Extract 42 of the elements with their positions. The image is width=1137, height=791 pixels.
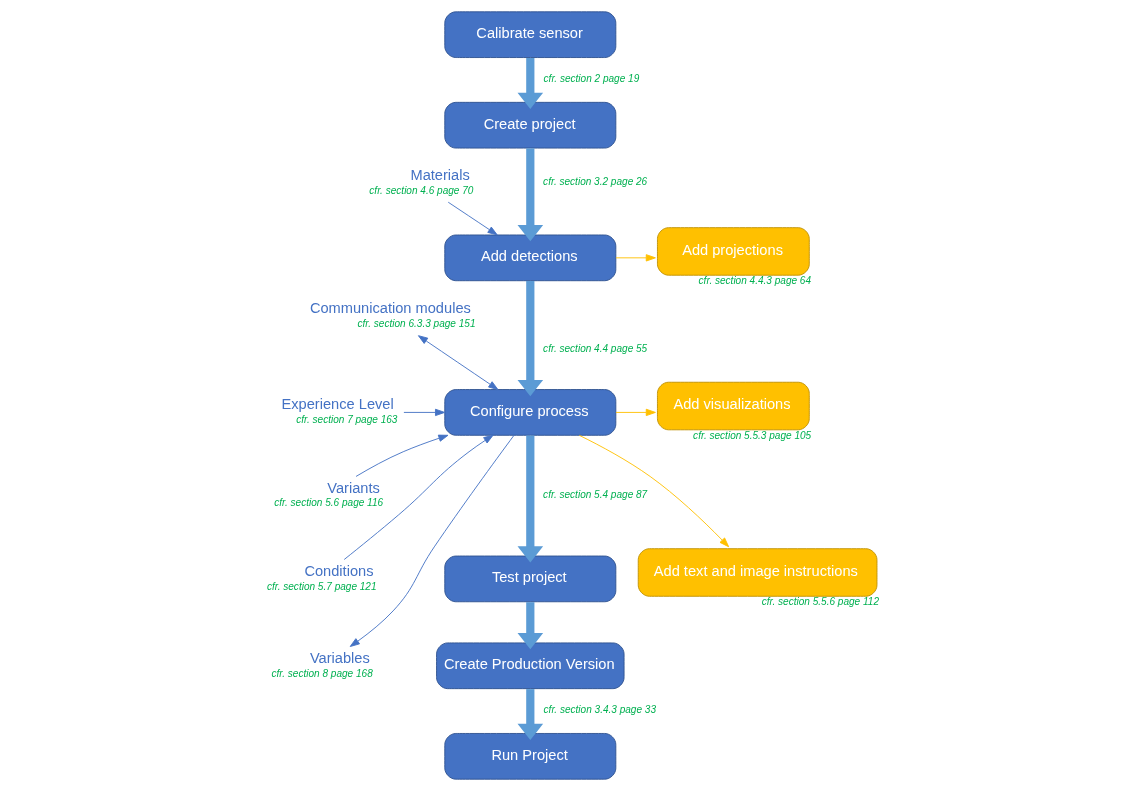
node-text: Experience Level bbox=[281, 396, 394, 413]
node-text: Variables bbox=[309, 649, 370, 666]
arrow bbox=[349, 434, 515, 647]
node-label: cfr. section 7 page 163 bbox=[296, 414, 398, 426]
arrow bbox=[355, 434, 449, 477]
arrow bbox=[517, 280, 544, 397]
node-label: cfr. section 8 page 168 bbox=[271, 667, 373, 679]
arrow bbox=[517, 57, 544, 109]
node-label: cfr. section 5.5.3 page 105 bbox=[693, 429, 812, 441]
node-box: Run Project bbox=[444, 733, 617, 780]
node-box: Create project bbox=[444, 101, 617, 149]
node-box: Add detections bbox=[444, 234, 617, 282]
node-text: Conditions bbox=[304, 562, 374, 579]
node-label: cfr. section 4.6 page 70 bbox=[369, 184, 474, 196]
arrow bbox=[517, 148, 544, 242]
arrow bbox=[578, 434, 730, 548]
node-text: Communication modules bbox=[309, 300, 471, 317]
node-label: cfr. section 5.7 page 121 bbox=[266, 580, 377, 592]
arrow bbox=[403, 408, 446, 417]
node-box: Configure process bbox=[444, 389, 617, 436]
edge-label: cfr. section 3.4.3 page 33 bbox=[543, 704, 657, 716]
node-label: cfr. section 4.4.3 page 64 bbox=[698, 275, 812, 287]
node-box: Create Production Version bbox=[436, 642, 625, 690]
arrow bbox=[615, 254, 656, 262]
node-text: Materials bbox=[410, 166, 470, 183]
node-box: Calibrate sensor bbox=[444, 11, 617, 58]
node-text: Variants bbox=[327, 479, 380, 496]
edge-label: cfr. section 2 page 19 bbox=[543, 73, 640, 85]
arrow bbox=[343, 434, 494, 560]
arrow bbox=[615, 408, 656, 417]
edge-label: cfr. section 5.4 page 87 bbox=[543, 488, 648, 500]
node-label: cfr. section 5.5.6 page 112 bbox=[761, 596, 880, 608]
edge-label: cfr. section 4.4 page 55 bbox=[543, 342, 648, 354]
arrow bbox=[447, 201, 498, 236]
node-label: cfr. section 5.6 page 116 bbox=[274, 497, 384, 509]
arrow bbox=[517, 602, 544, 650]
arrow bbox=[517, 435, 544, 563]
edge-label: cfr. section 3.2 page 26 bbox=[543, 175, 648, 187]
node-box: Test project bbox=[444, 555, 617, 603]
arrow bbox=[517, 689, 544, 740]
node-label: cfr. section 6.3.3 page 151 bbox=[357, 318, 476, 330]
arrow bbox=[417, 335, 499, 390]
